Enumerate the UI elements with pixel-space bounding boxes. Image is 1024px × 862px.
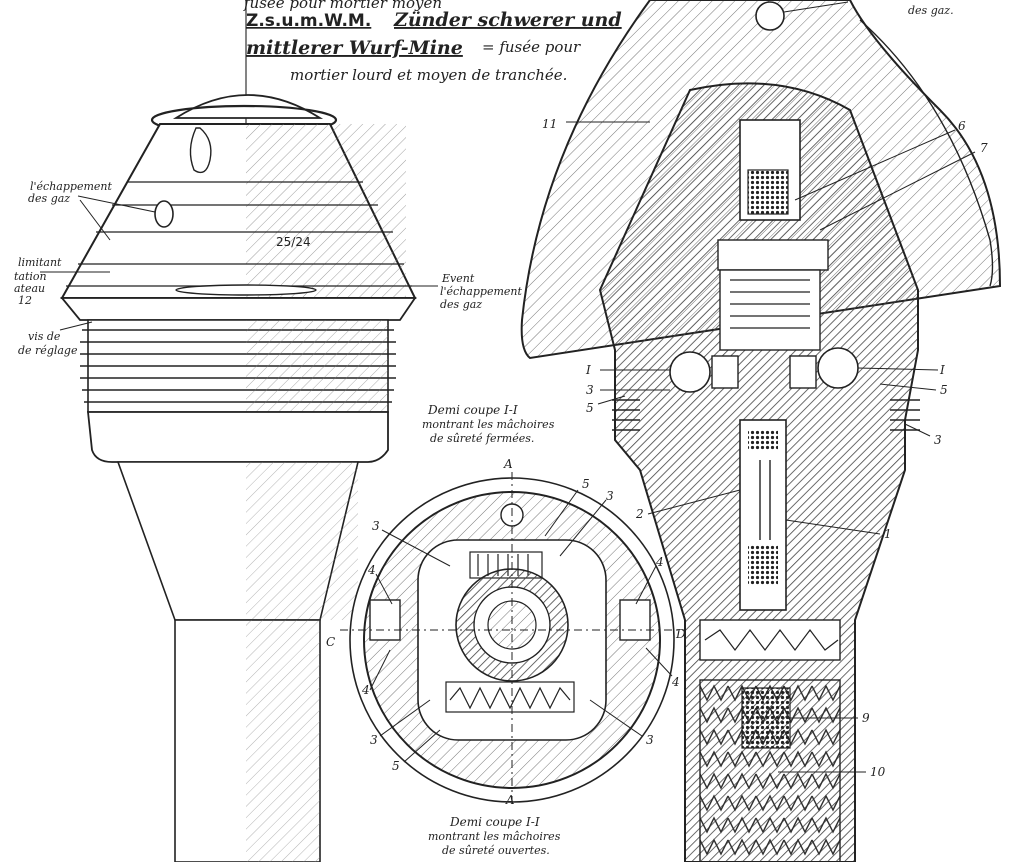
title-german-1: Zünder schwerer und xyxy=(393,9,622,31)
gas-escape-hole xyxy=(154,200,174,228)
circle-num-4a: 4 xyxy=(367,563,376,577)
part-11: 11 xyxy=(542,117,557,131)
circle-num-4b: 4 xyxy=(655,555,664,569)
label-event-3: des gaz xyxy=(440,298,482,311)
fuze-external-view xyxy=(40,94,438,862)
part-3-right: 3 xyxy=(934,433,942,447)
circle-num-3a: 3 xyxy=(606,489,614,503)
label-des-gaz: des gaz xyxy=(28,192,70,205)
label-vis-de: vis de xyxy=(28,330,61,343)
part-2: 2 xyxy=(635,507,644,521)
circle-num-5a: 5 xyxy=(582,477,590,491)
section-part-numbers: 11 6 7 I 3 5 I 5 3 2 1 9 10 xyxy=(542,117,988,779)
caption-open-2: montrant les mâchoires xyxy=(428,830,561,843)
circle-num-3b: 3 xyxy=(372,519,380,533)
part-7: 7 xyxy=(980,141,988,155)
part-3-left: 3 xyxy=(586,383,594,397)
caption-closed-1: Demi coupe I-I xyxy=(427,403,518,417)
title-code: Z.s.u.m.W.M. xyxy=(246,11,371,31)
caption-open: Demi coupe I-I montrant les mâchoires de… xyxy=(428,815,561,857)
part-5-left: 5 xyxy=(586,401,594,415)
label-des-gaz-right: des gaz. xyxy=(908,4,954,17)
part-5-right: 5 xyxy=(940,383,948,397)
caption-closed-3: de sûreté fermées. xyxy=(430,432,534,445)
title-french-1: = fusée pour xyxy=(482,38,581,56)
stamp-number: 25/24 xyxy=(276,235,311,249)
circular-section-view xyxy=(340,472,684,808)
label-limitant: limitant xyxy=(18,256,62,269)
title-german-2: mittlerer Wurf-Mine xyxy=(246,37,463,59)
part-9: 9 xyxy=(862,711,870,725)
section-a-bottom: A xyxy=(505,793,515,807)
circle-num-4d: 4 xyxy=(671,675,680,689)
left-annotations: l'échappement des gaz limitant tation at… xyxy=(14,4,954,357)
title-block: fusée pour mortier moyen Z.s.u.m.W.M. Zü… xyxy=(243,0,622,84)
label-tation: tation xyxy=(14,270,47,283)
part-I-right: I xyxy=(939,363,945,377)
circle-num-4c: 4 xyxy=(361,683,370,697)
section-a-top: A xyxy=(503,457,513,471)
label-event-2: l'échappement xyxy=(440,285,522,298)
part-1: 1 xyxy=(884,527,892,541)
label-12: 12 xyxy=(18,294,32,307)
label-event: Event xyxy=(441,272,475,285)
caption-closed-2: montrant les mâchoires xyxy=(422,418,555,431)
circle-num-3c: 3 xyxy=(370,733,378,747)
fuze-cross-section xyxy=(520,0,1002,862)
label-echappement: l'échappement xyxy=(30,180,112,193)
title-french-2: mortier lourd et moyen de tranchée. xyxy=(290,66,567,84)
label-de-reglage: de réglage xyxy=(18,344,78,357)
caption-closed: Demi coupe I-I montrant les mâchoires de… xyxy=(422,403,555,445)
circle-num-3d: 3 xyxy=(646,733,654,747)
part-6: 6 xyxy=(958,119,966,133)
circle-num-5b: 5 xyxy=(392,759,400,773)
part-10: 10 xyxy=(870,765,886,779)
section-c: C xyxy=(326,635,335,649)
section-d: D xyxy=(675,627,686,641)
circle-section-labels: A A C D 5 3 3 4 4 4 4 3 3 5 xyxy=(326,457,686,807)
caption-open-3: de sûreté ouvertes. xyxy=(442,844,550,857)
part-I-left: I xyxy=(585,363,591,377)
title-line0: fusée pour mortier moyen xyxy=(243,0,442,12)
caption-open-1: Demi coupe I-I xyxy=(449,815,540,829)
label-ateau: ateau xyxy=(14,282,45,295)
